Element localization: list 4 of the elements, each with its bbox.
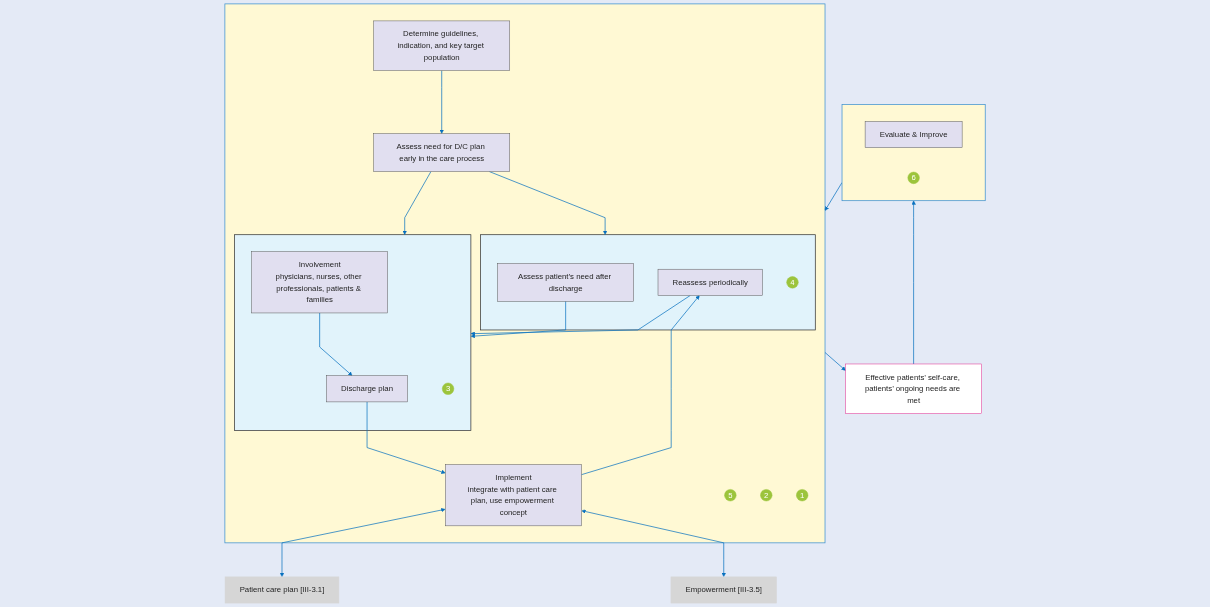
cluster [224,3,826,544]
cluster [480,234,816,331]
cluster [234,234,472,431]
cluster [841,104,986,202]
